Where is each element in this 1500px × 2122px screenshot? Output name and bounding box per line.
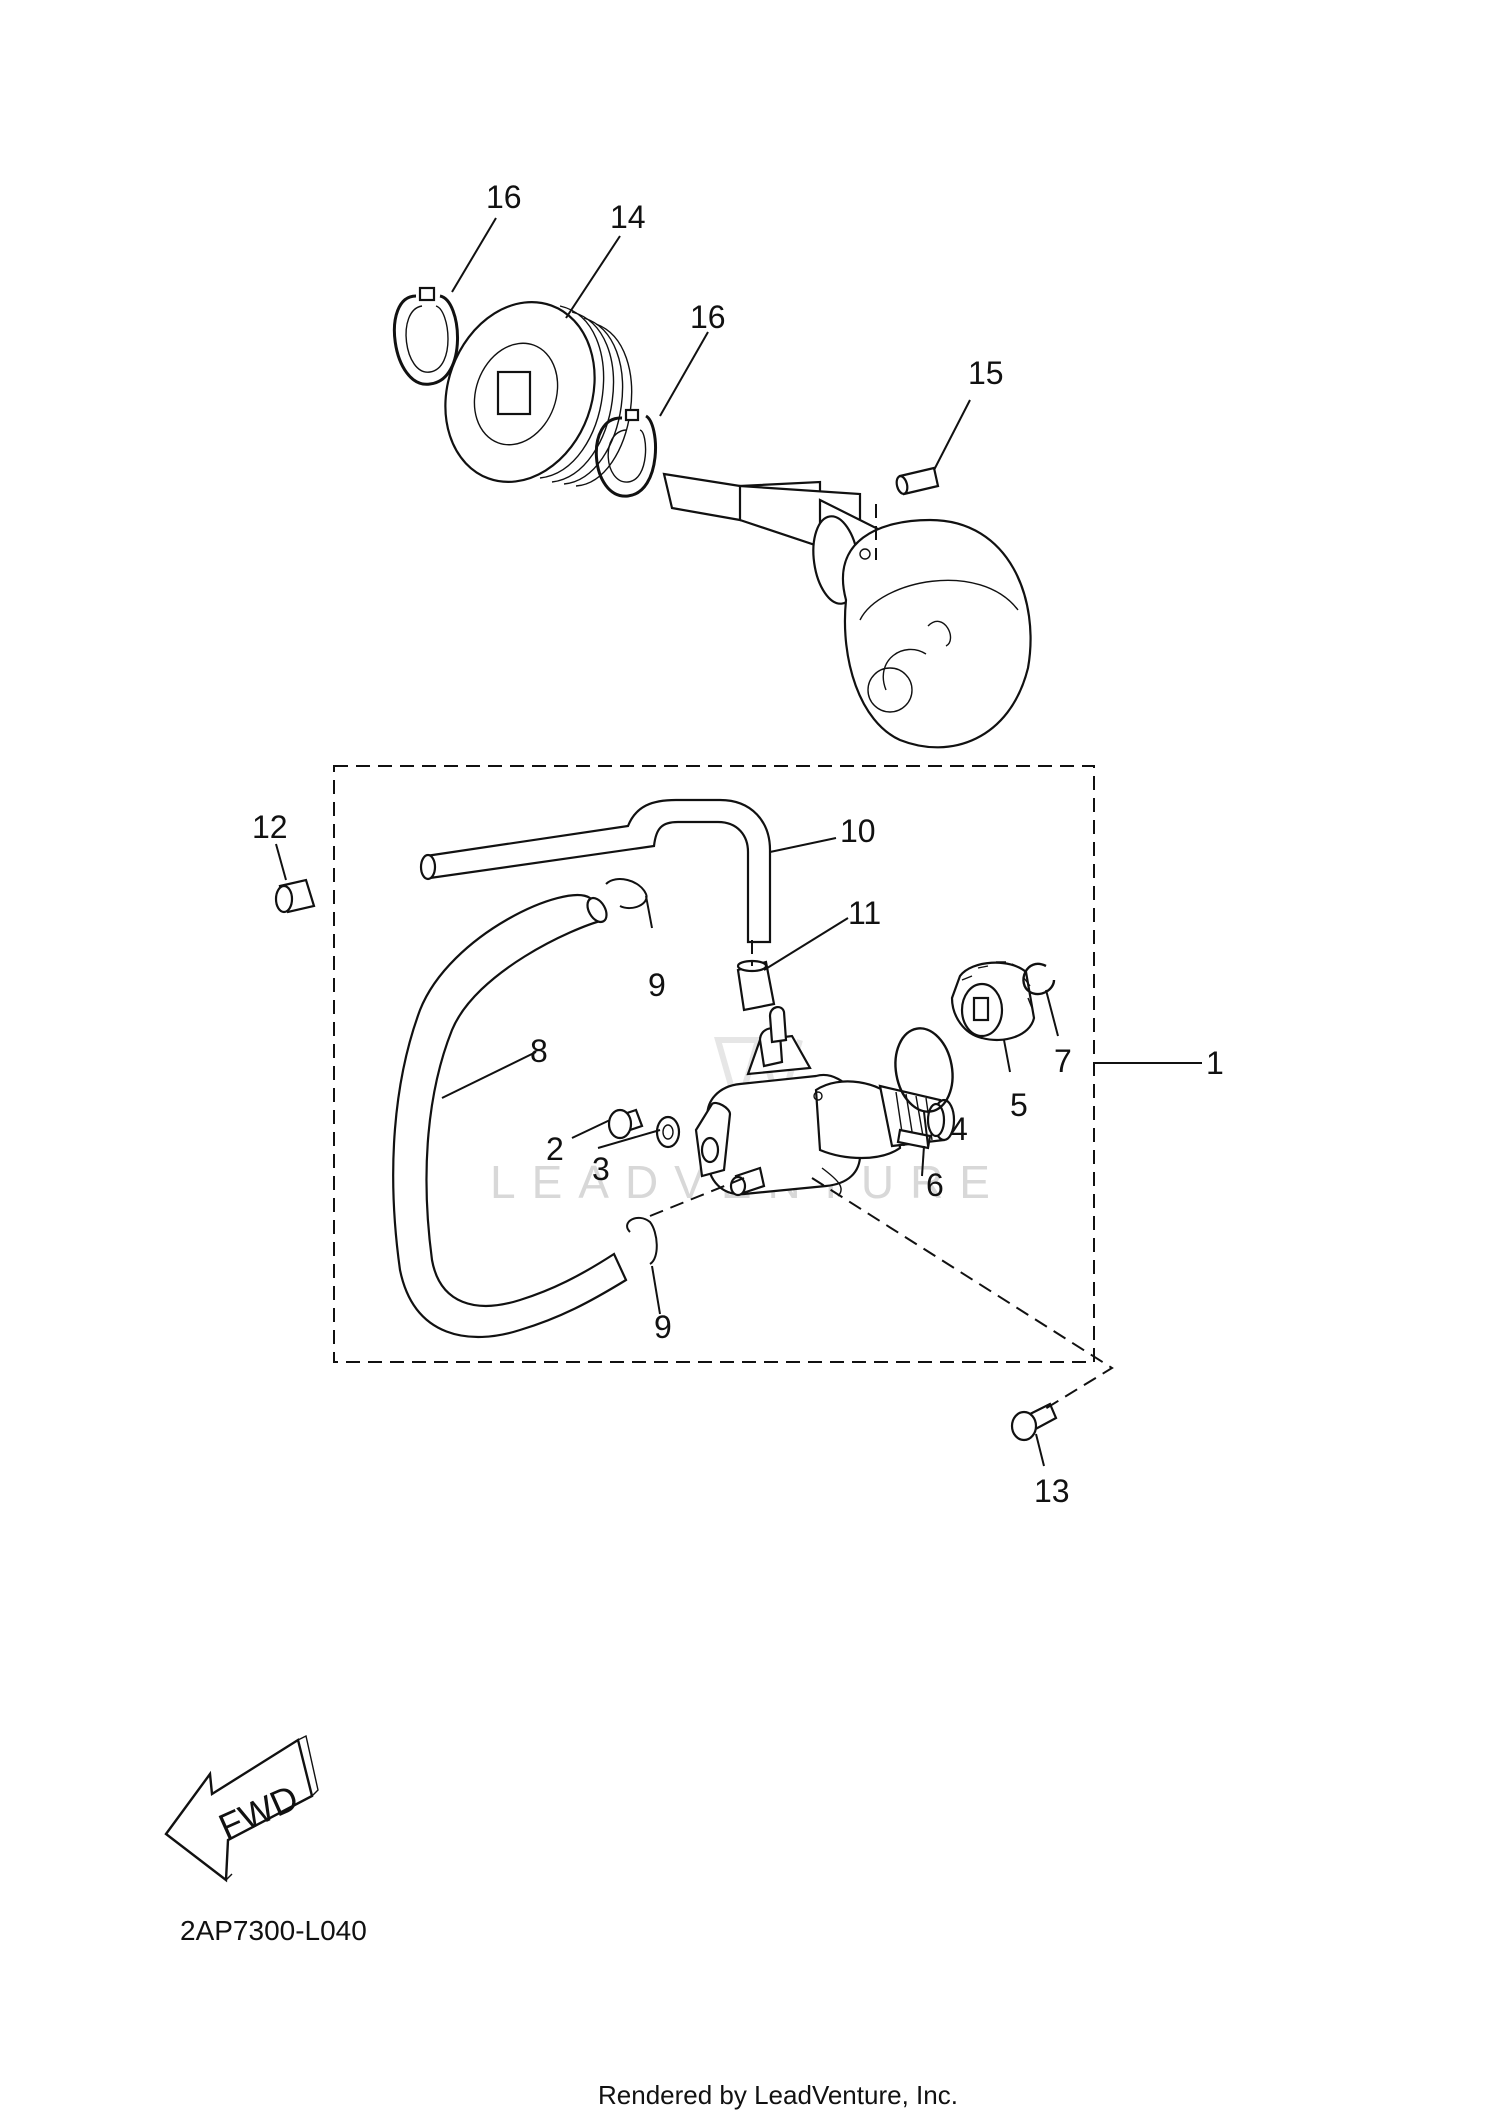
leader-13 (1035, 1433, 1045, 1467)
leader-8 (441, 1051, 537, 1099)
callout-1: 1 (1206, 1045, 1224, 1081)
callout-15: 15 (968, 355, 1004, 391)
crankshaft (662, 472, 1032, 749)
fwd-arrow: FWD (164, 1734, 319, 1883)
callout-9-lower: 9 (654, 1309, 672, 1345)
callout-7: 7 (1054, 1043, 1072, 1079)
leader-16a (451, 217, 497, 293)
drain-bolt (607, 1108, 644, 1140)
gear-clip (1022, 962, 1056, 996)
bushing (274, 878, 316, 914)
oil-hose-lower (392, 894, 628, 1339)
leader-9b (651, 1265, 661, 1315)
render-credit: Rendered by LeadVenture, Inc. (598, 2080, 958, 2110)
gasket-washer (655, 1115, 681, 1149)
callout-8: 8 (530, 1033, 548, 1069)
o-ring (894, 1027, 954, 1113)
leader-6 (921, 1145, 925, 1177)
callout-9-upper: 9 (648, 967, 666, 1003)
pump-pin (896, 1128, 932, 1150)
leader-16b (659, 331, 709, 417)
mounting-bolt (1010, 1402, 1058, 1442)
circlip-left (392, 286, 459, 386)
oil-hose-upper (419, 798, 772, 944)
callout-2: 2 (546, 1131, 564, 1167)
leader-14 (565, 235, 621, 319)
circlip-right (594, 408, 657, 498)
callout-10: 10 (840, 813, 876, 849)
dowel-pin (895, 466, 940, 496)
bolt-guide-line (811, 1177, 1114, 1413)
callout-5: 5 (1010, 1087, 1028, 1123)
leader-2 (571, 1119, 611, 1139)
oil-pump-body (694, 1006, 956, 1197)
leader-9a (645, 895, 653, 929)
hose-clip-upper (605, 878, 648, 910)
leader-11 (763, 917, 849, 971)
pump-gear (950, 961, 1036, 1042)
callout-12: 12 (252, 809, 288, 845)
leader-10 (769, 837, 837, 853)
callout-13: 13 (1034, 1473, 1070, 1509)
leader-3 (597, 1129, 661, 1149)
leader-5 (1003, 1039, 1011, 1073)
leader-4 (923, 1111, 929, 1147)
callout-14: 14 (610, 199, 646, 235)
callout-11: 11 (848, 895, 881, 931)
callout-3: 3 (592, 1151, 610, 1187)
hose-clip-lower (626, 1216, 658, 1265)
callout-6: 6 (926, 1167, 944, 1203)
hose-fitting (736, 959, 776, 1012)
callout-16-right: 16 (690, 299, 726, 335)
clip-guide-line (649, 1177, 745, 1217)
leader-12 (275, 843, 287, 881)
leader-7 (1045, 989, 1059, 1037)
callout-16-left: 16 (486, 179, 522, 215)
leader-15 (933, 399, 971, 471)
callout-4: 4 (950, 1111, 968, 1147)
pulley-gear (444, 301, 633, 487)
drawing-code: 2AP7300-L040 (180, 1915, 367, 1946)
